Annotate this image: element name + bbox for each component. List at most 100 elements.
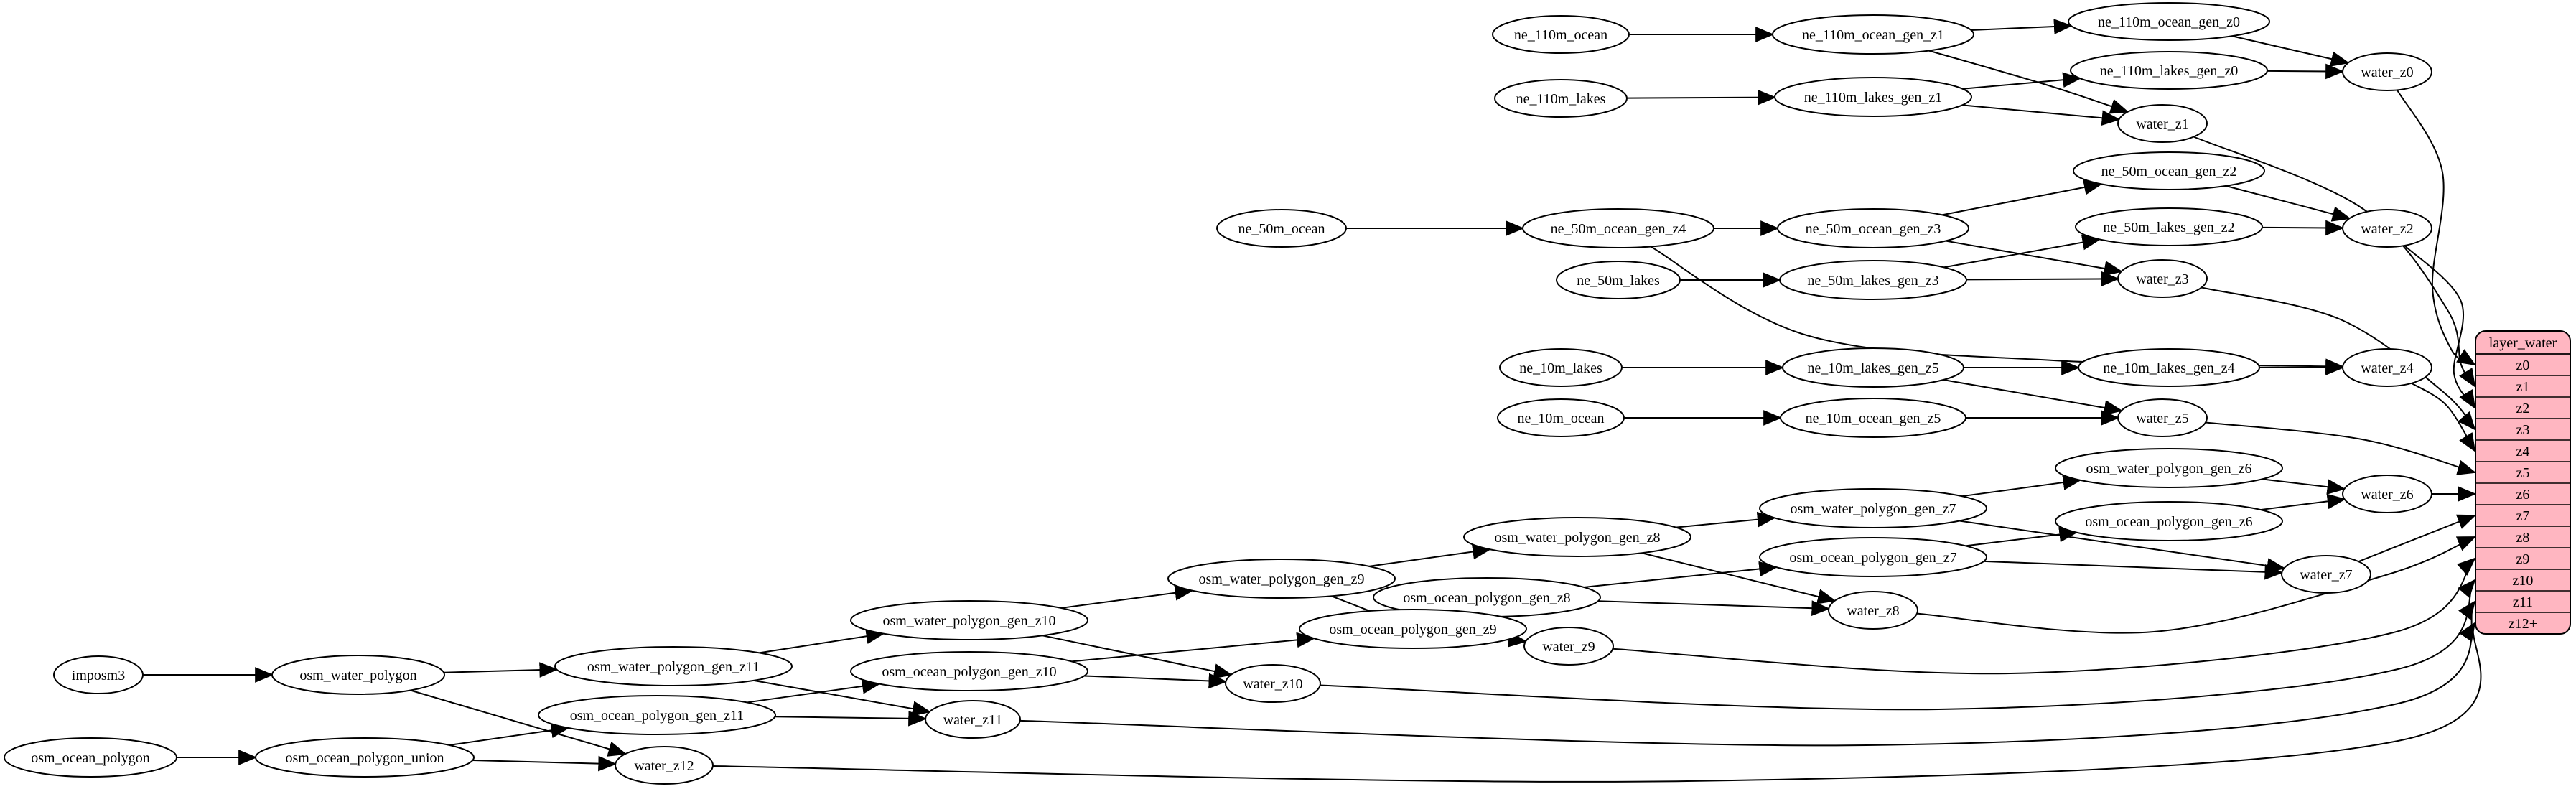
edge-osm_ocean_polygon_gen_z10-to-water_z10: [1084, 673, 1228, 689]
layer-water-row-z12plus: z12+: [2509, 616, 2537, 632]
layer-water-row-z4: z4: [2516, 444, 2530, 459]
row-label: z4: [2516, 444, 2530, 459]
node-water_z2: water_z2: [2342, 209, 2432, 248]
layer-water-table: layer_waterz0z1z2z3z4z5z6z7z8z9z10z11z12…: [2475, 330, 2571, 635]
layer-water-row-z11: z11: [2513, 594, 2533, 610]
edge-osm_ocean_polygon_gen_z9-to-water_z9: [1508, 631, 1528, 648]
edge-ne_10m_lakes_gen_z5-to-water_z5: [1943, 379, 2123, 416]
node-water_z6: water_z6: [2342, 475, 2432, 513]
edge-water_z12-to-layer_water-z12+: [712, 622, 2482, 783]
layer-water-row-z6: z6: [2516, 487, 2530, 503]
node-osm_water_polygon_gen_z7: osm_water_polygon_gen_z7: [1759, 488, 1987, 528]
node-label: water_z5: [2136, 411, 2188, 426]
node-label: osm_water_polygon_gen_z6: [2086, 461, 2251, 477]
edge-water_z8-to-layer_water-z8: [1916, 536, 2476, 634]
node-ne_50m_ocean_gen_z3: ne_50m_ocean_gen_z3: [1777, 208, 1969, 248]
edge-osm_water_polygon_gen_z6-to-water_z6: [2262, 478, 2346, 495]
edge-water_z1-to-layer_water-z1: [2193, 136, 2476, 388]
node-label: osm_ocean_polygon: [31, 750, 150, 766]
node-ne_50m_lakes_gen_z2: ne_50m_lakes_gen_z2: [2075, 207, 2263, 246]
node-label: water_z0: [2361, 65, 2413, 80]
row-label: z6: [2516, 487, 2530, 503]
node-label: ne_10m_lakes: [1519, 360, 1602, 376]
node-ne_50m_ocean_gen_z2: ne_50m_ocean_gen_z2: [2073, 151, 2265, 190]
layer-water-row-z7: z7: [2516, 508, 2530, 524]
node-label: water_z2: [2361, 221, 2413, 237]
node-ne_50m_lakes: ne_50m_lakes: [1556, 261, 1681, 299]
node-label: water_z12: [634, 758, 694, 774]
edge-osm_water_polygon_gen_z11-to-osm_water_polygon_gen_z10: [759, 628, 885, 654]
edge-water_z5-to-layer_water-z5: [2205, 421, 2477, 475]
node-label: osm_ocean_polygon_gen_z11: [570, 708, 745, 724]
row-label: z3: [2516, 422, 2530, 438]
edge-ne_110m_lakes_gen_z1-to-ne_110m_lakes_gen_z0: [1962, 72, 2082, 90]
layer-water-row-z2: z2: [2516, 401, 2530, 416]
node-label: water_z4: [2361, 360, 2413, 376]
node-water_z10: water_z10: [1225, 664, 1321, 703]
edge-water_z7-to-layer_water-z7: [2358, 514, 2477, 563]
edge-osm_water_polygon_gen_z11-to-water_z11: [753, 679, 931, 716]
node-osm_ocean_polygon_gen_z9: osm_ocean_polygon_gen_z9: [1299, 609, 1527, 649]
node-label: water_z1: [2136, 116, 2188, 132]
edge-ne_110m_ocean_gen_z1-to-water_z1: [1928, 50, 2129, 114]
node-water_z1: water_z1: [2117, 104, 2208, 143]
edge-ne_50m_ocean_gen_z4-to-water_z4: [1650, 246, 2345, 374]
edge-water_z4-to-layer_water-z4: [2411, 382, 2476, 452]
node-label: osm_water_polygon: [299, 668, 416, 683]
edge-osm_water_polygon_gen_z10-to-osm_water_polygon_gen_z9: [1060, 585, 1194, 609]
node-ne_110m_lakes_gen_z1: ne_110m_lakes_gen_z1: [1774, 77, 1972, 117]
edge-osm_ocean_polygon_gen_z11-to-osm_ocean_polygon_gen_z10: [747, 678, 881, 704]
node-water_z8: water_z8: [1828, 591, 1918, 630]
edge-water_z10-to-layer_water-z10: [1320, 579, 2476, 711]
node-label: ne_50m_lakes: [1577, 273, 1660, 289]
node-water_z0: water_z0: [2342, 52, 2432, 91]
layer-water-row-z5: z5: [2516, 465, 2530, 481]
node-ne_50m_ocean_gen_z4: ne_50m_ocean_gen_z4: [1522, 208, 1714, 248]
edge-water_z11-to-layer_water-z11: [1019, 600, 2476, 747]
node-label: ne_110m_ocean: [1514, 27, 1607, 43]
node-label: osm_water_polygon_gen_z11: [587, 659, 760, 675]
edge-osm_ocean_polygon_union-to-osm_ocean_polygon_gen_z11: [449, 722, 570, 746]
layer-water-row-z10: z10: [2513, 573, 2534, 589]
node-label: water_z9: [1542, 639, 1595, 655]
node-label: osm_ocean_polygon_gen_z6: [2085, 514, 2252, 530]
node-ne_50m_lakes_gen_z3: ne_50m_lakes_gen_z3: [1779, 260, 1967, 300]
row-label: z9: [2516, 551, 2530, 567]
node-label: ne_50m_ocean_gen_z2: [2101, 164, 2237, 179]
node-label: osm_ocean_polygon_union: [285, 750, 444, 766]
node-label: osm_ocean_polygon_gen_z9: [1329, 622, 1496, 638]
row-label: z5: [2516, 465, 2530, 481]
edge-osm_ocean_polygon_gen_z7-to-osm_ocean_polygon_gen_z6: [1965, 526, 2078, 547]
node-label: ne_110m_ocean_gen_z0: [2098, 14, 2240, 30]
node-label: osm_water_polygon_gen_z10: [882, 613, 1055, 629]
edge-osm_ocean_polygon_gen_z8-to-osm_ocean_polygon_gen_z7: [1583, 561, 1778, 588]
node-label: ne_110m_lakes: [1516, 91, 1606, 107]
row-label: z1: [2516, 379, 2530, 395]
node-label: ne_50m_ocean_gen_z3: [1806, 221, 1941, 237]
node-osm_ocean_polygon_gen_z11: osm_ocean_polygon_gen_z11: [538, 695, 776, 735]
layer-water-row-z3: z3: [2516, 422, 2530, 438]
node-label: imposm3: [72, 668, 125, 683]
node-osm_ocean_polygon_gen_z6: osm_ocean_polygon_gen_z6: [2055, 501, 2283, 541]
edge-layer: [143, 19, 2482, 783]
node-label: osm_water_polygon_gen_z8: [1494, 530, 1660, 546]
node-osm_water_polygon_gen_z6: osm_water_polygon_gen_z6: [2055, 448, 2283, 488]
node-ne_110m_ocean_gen_z0: ne_110m_ocean_gen_z0: [2068, 2, 2270, 41]
node-ne_110m_lakes_gen_z0: ne_110m_lakes_gen_z0: [2070, 51, 2268, 90]
edge-water_z0-to-layer_water-z0: [2397, 89, 2476, 366]
node-label: ne_50m_ocean: [1238, 221, 1325, 237]
node-osm_ocean_polygon: osm_ocean_polygon: [4, 737, 177, 778]
edge-osm_ocean_polygon_union-to-water_z12: [472, 755, 617, 772]
node-ne_10m_lakes: ne_10m_lakes: [1499, 348, 1623, 387]
node-ne_110m_ocean: ne_110m_ocean: [1492, 15, 1630, 54]
node-osm_water_polygon_gen_z8: osm_water_polygon_gen_z8: [1463, 517, 1691, 557]
edge-osm_water_polygon_gen_z9-to-osm_water_polygon_gen_z8: [1368, 543, 1492, 567]
node-ne_10m_lakes_gen_z5: ne_10m_lakes_gen_z5: [1782, 347, 1964, 388]
node-label: ne_10m_lakes_gen_z4: [2103, 360, 2234, 376]
edge-osm_water_polygon-to-water_z12: [410, 689, 627, 757]
node-label: ne_50m_ocean_gen_z4: [1551, 221, 1686, 237]
layer-water-row-z1: z1: [2516, 379, 2530, 395]
